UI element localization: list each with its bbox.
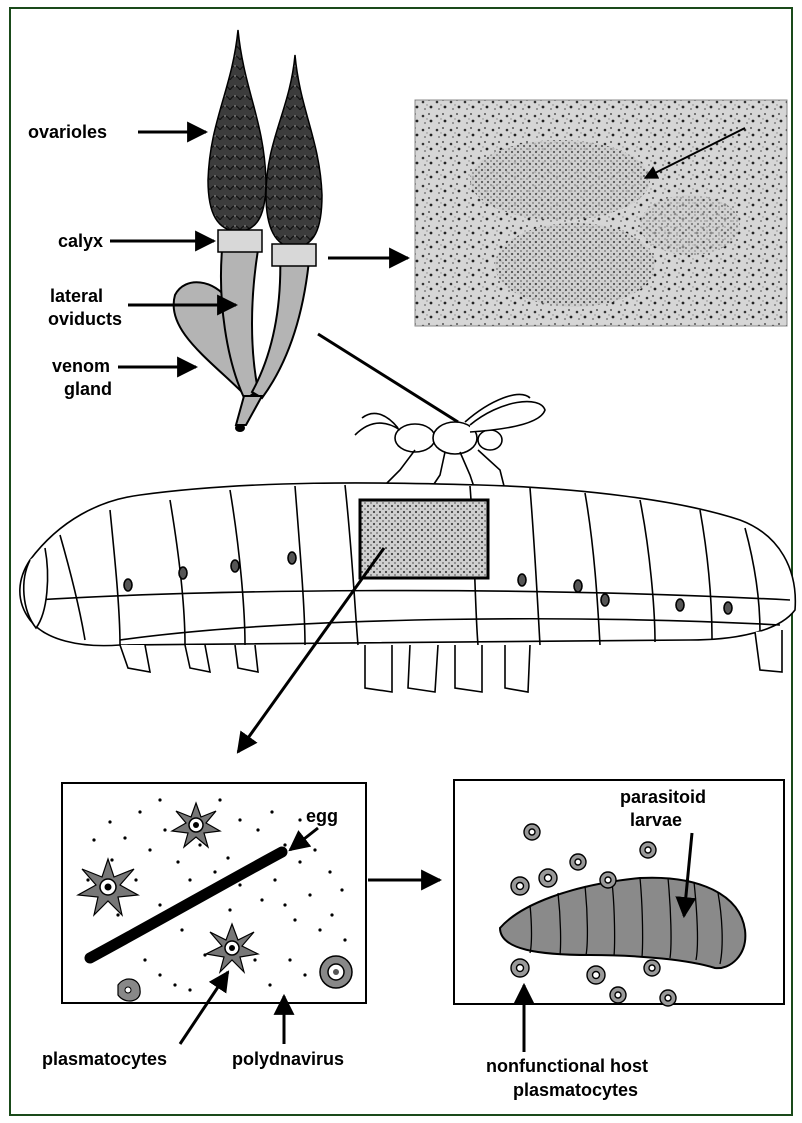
label-venom-gland-2: gland — [64, 379, 112, 399]
injection-site-box — [360, 500, 488, 578]
label-lateral-oviducts-2: oviducts — [48, 309, 122, 329]
calyx-box-left — [218, 230, 262, 252]
label-parasitoid-larvae-1: parasitoid — [620, 787, 706, 807]
ovipositor-tip — [235, 424, 245, 432]
label-lateral-oviducts-1: lateral — [50, 286, 103, 306]
label-polydnavirus: polydnavirus — [232, 1049, 344, 1069]
label-egg: egg — [306, 806, 338, 826]
calyx-box-right — [272, 244, 316, 266]
micrograph-panel — [415, 100, 787, 326]
label-plasmatocytes: plasmatocytes — [42, 1049, 167, 1069]
label-calyx: calyx — [58, 231, 103, 251]
label-nonfunctional-1: nonfunctional host — [486, 1056, 648, 1076]
label-venom-gland-1: venom — [52, 356, 110, 376]
label-ovarioles: ovarioles — [28, 122, 107, 142]
label-parasitoid-larvae-2: larvae — [630, 810, 682, 830]
label-nonfunctional-2: plasmatocytes — [513, 1080, 638, 1100]
